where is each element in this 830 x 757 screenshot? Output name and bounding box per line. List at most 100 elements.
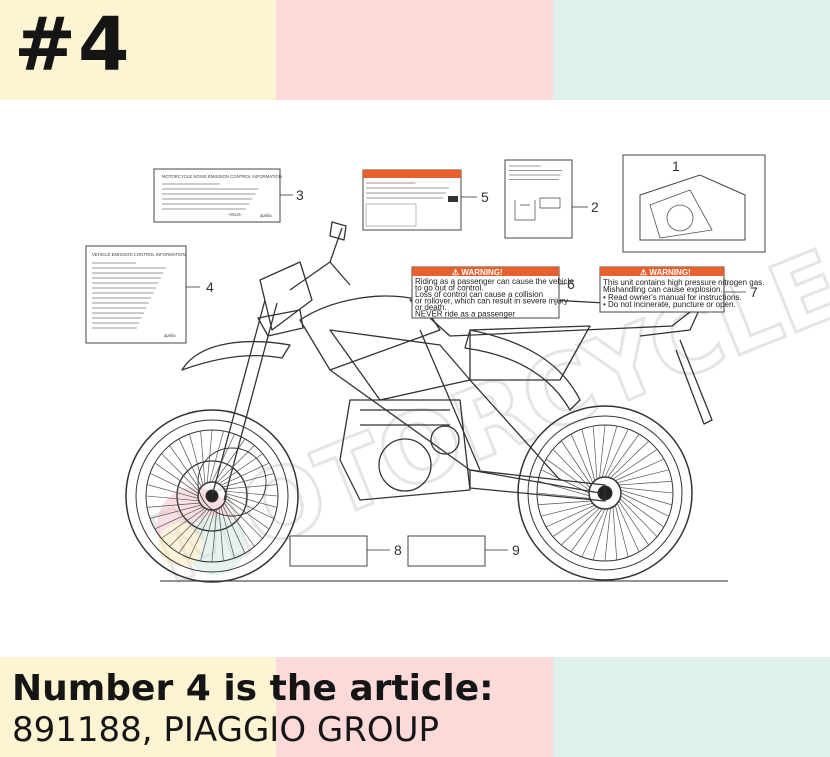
- spoke: [612, 449, 658, 480]
- header-band-yellow: [0, 0, 276, 100]
- vehicle-emission-label-text: [92, 262, 166, 329]
- spoke: [616, 503, 640, 553]
- spoke: [225, 498, 270, 530]
- spoke: [154, 462, 199, 494]
- passenger-warning-line-1: Riding as a passenger can cause the vehi…: [415, 277, 574, 286]
- spoke: [610, 440, 650, 479]
- spoke: [619, 487, 674, 494]
- article-caption-heading: Number 4 is the article:: [12, 668, 494, 709]
- vehicle-emission-label: VEHICLE EMISSION CONTROL INFORMATION apr…: [85, 245, 187, 344]
- passenger-warning-title: ⚠ WARNING!: [452, 268, 503, 277]
- spoke: [222, 504, 246, 554]
- header-band-green: [553, 0, 830, 100]
- footer-band-green: [553, 657, 830, 757]
- spoke: [178, 438, 202, 488]
- footer-band-pink: [276, 657, 553, 757]
- spoke: [149, 473, 199, 497]
- noise-emission-label-code: -V5US-: [228, 212, 243, 217]
- spoke: [145, 495, 199, 502]
- spoke: [169, 508, 208, 547]
- spoke: [545, 458, 590, 491]
- header-band: [0, 0, 830, 100]
- spoke: [146, 484, 199, 499]
- spoke: [200, 509, 215, 562]
- spoke: [189, 509, 213, 559]
- spoke: [570, 508, 603, 553]
- spoke: [620, 495, 665, 528]
- noise-emission-label-heading: MOTORCYCLE NOISE EMISSION CONTROL INFORM…: [162, 174, 282, 179]
- spoke: [599, 424, 606, 479]
- spoke: [200, 430, 206, 484]
- spoke: [618, 480, 673, 486]
- spoke: [211, 509, 218, 563]
- callout-8: 8: [394, 542, 402, 558]
- spoke: [178, 509, 210, 554]
- callout-6: 6: [567, 276, 575, 292]
- nitrogen-warning-line-2: Mishandling can cause explosion.: [603, 285, 723, 294]
- article-number-title: #4: [14, 2, 132, 88]
- spoke: [604, 507, 611, 562]
- nitrogen-warning-line-1: This unit contains high pressure nitroge…: [603, 278, 764, 287]
- spoke: [223, 502, 255, 547]
- spoke: [214, 438, 246, 483]
- front-spokes: [145, 429, 279, 563]
- blank-label-8: [289, 535, 368, 567]
- spoke: [225, 495, 275, 519]
- spoke: [218, 453, 263, 485]
- nitrogen-warning-title: ⚠ WARNING!: [640, 268, 691, 277]
- spoke: [604, 428, 629, 478]
- motorcycle-frame: [181, 221, 713, 517]
- spoke: [560, 507, 600, 546]
- spoke: [620, 492, 670, 517]
- spoke: [570, 433, 594, 483]
- decal-exploded-diagram: MOTORCYCLE: [85, 154, 830, 608]
- spoke: [224, 500, 263, 539]
- spoke: [218, 508, 224, 562]
- schematic-label: [504, 159, 573, 239]
- spoke: [592, 425, 598, 480]
- spoke: [561, 440, 592, 486]
- information-label-text: [366, 182, 449, 199]
- spoke: [161, 507, 206, 539]
- spoke: [617, 469, 670, 484]
- spoke: [161, 453, 200, 492]
- passenger-warning-line-4: or rollover, which can result in severe …: [415, 297, 568, 306]
- spoke: [620, 489, 673, 506]
- callout-3: 3: [296, 187, 304, 203]
- spoke: [612, 506, 618, 561]
- noise-emission-label-text: [162, 183, 259, 210]
- spoke: [619, 498, 658, 538]
- article-caption-reference: 891188, PIAGGIO GROUP: [12, 710, 440, 750]
- spoke: [552, 506, 598, 537]
- footer-band-yellow: [0, 657, 276, 757]
- callout-5: 5: [481, 189, 489, 205]
- vehicle-emission-label-logo: aprilia: [164, 333, 176, 338]
- spoke: [149, 504, 202, 519]
- passenger-warning-line-3: Loss of control can cause a collision: [415, 290, 543, 299]
- spoke: [615, 458, 665, 482]
- nitrogen-warning-line-3: • Read owner's manual for instructions.: [603, 293, 742, 302]
- spoke: [545, 504, 595, 528]
- spoke: [536, 492, 591, 499]
- rear-spokes: [536, 424, 674, 562]
- passenger-warning-label: ⚠ WARNING! Riding as a passenger can cau…: [411, 266, 574, 319]
- passenger-warning-line-2: to go out of control.: [415, 284, 484, 293]
- spoke: [224, 484, 278, 490]
- callout-9: 9: [512, 542, 520, 558]
- passenger-warning-line-5: or death.: [415, 303, 447, 312]
- footer-band: [0, 657, 830, 757]
- header-band-pink: [276, 0, 553, 100]
- spoke: [209, 430, 224, 483]
- passenger-warning-line-6: NEVER ride as a passenger: [415, 310, 515, 319]
- spoke: [189, 433, 204, 486]
- spoke: [537, 500, 592, 506]
- noise-emission-label: MOTORCYCLE NOISE EMISSION CONTROL INFORM…: [153, 168, 282, 223]
- vehicle-emission-label-heading: VEHICLE EMISSION CONTROL INFORMATION: [92, 252, 186, 257]
- spoke: [581, 428, 596, 481]
- spoke: [146, 502, 200, 508]
- nitrogen-warning-line-4: • Do not incinerate, puncture or open.: [603, 300, 736, 309]
- spoke: [225, 490, 279, 497]
- spoke: [225, 493, 278, 508]
- spoke: [614, 505, 629, 558]
- information-label: [362, 169, 462, 231]
